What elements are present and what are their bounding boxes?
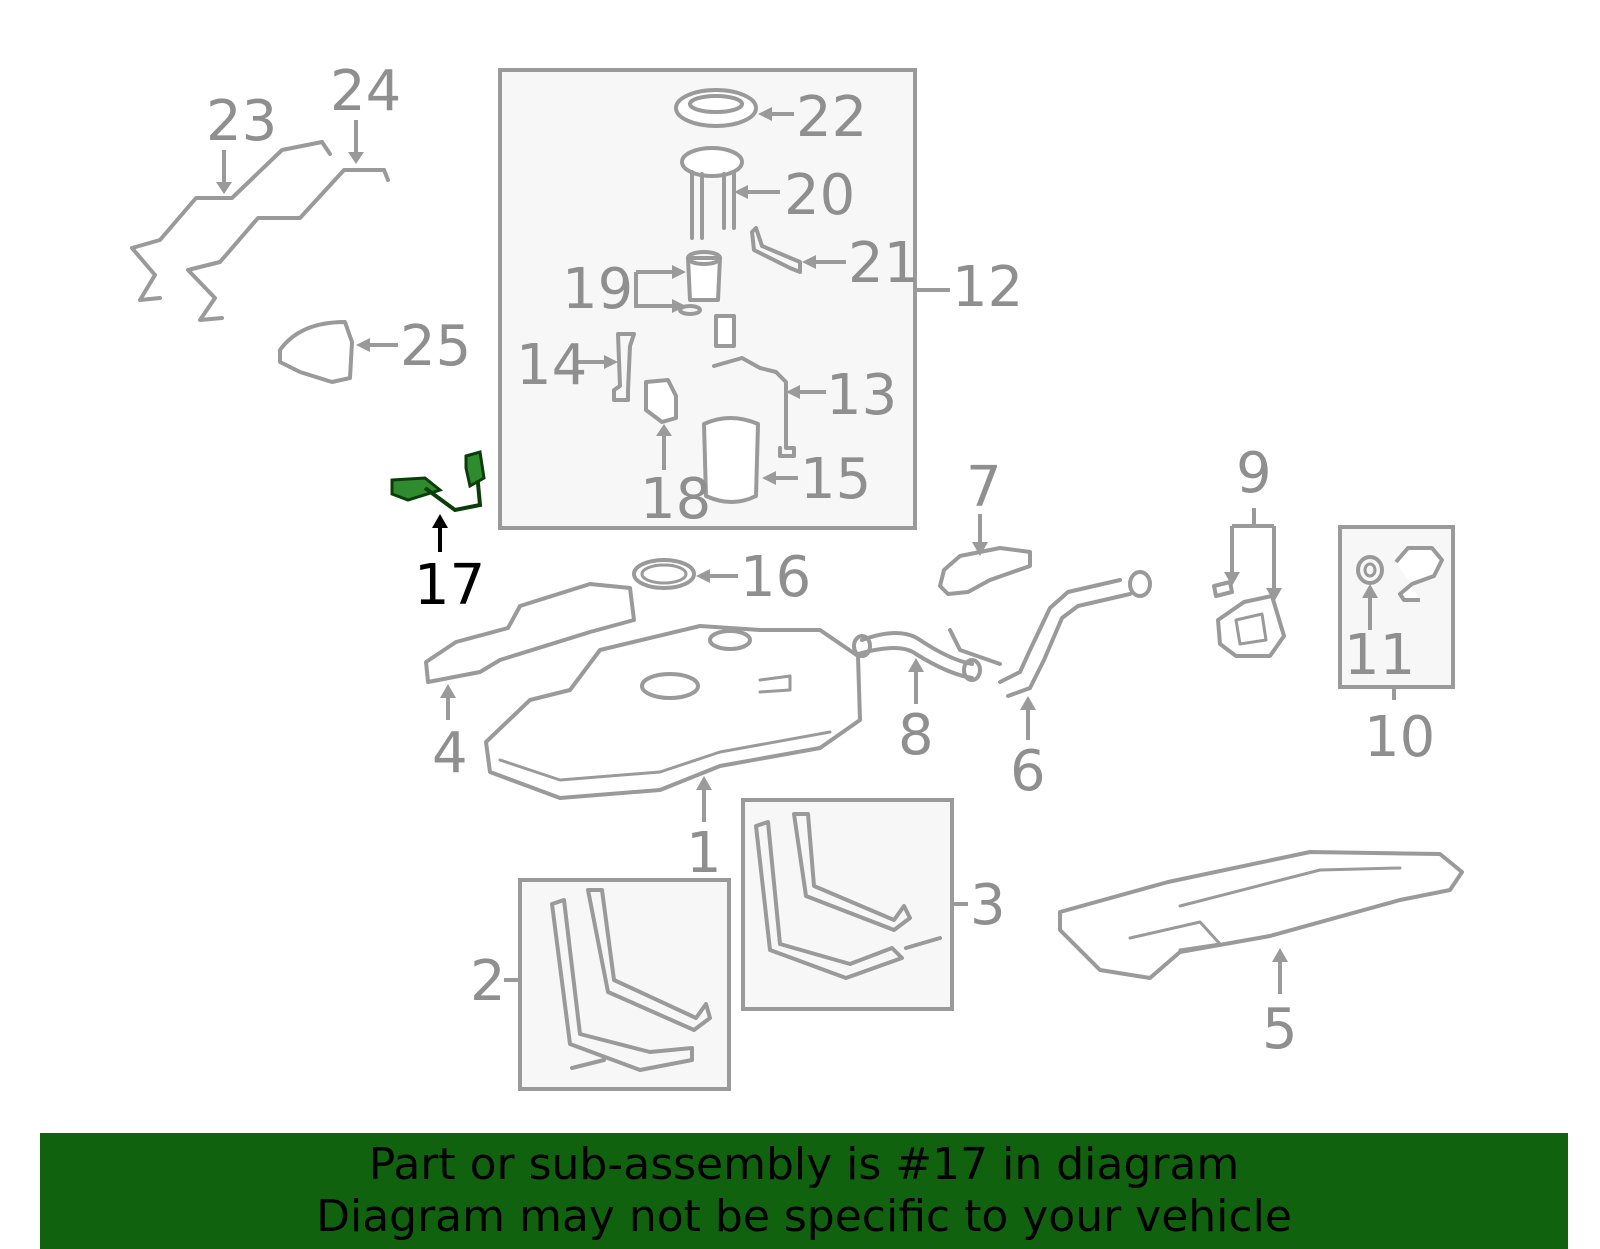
filler-housing-9 <box>1212 580 1286 658</box>
callout-4: 4 <box>432 721 468 786</box>
callout-5: 5 <box>1262 997 1298 1062</box>
wire-14 <box>612 332 636 402</box>
callout-24: 24 <box>330 59 401 124</box>
skid-plate-5 <box>1058 850 1464 980</box>
callout-7: 7 <box>966 455 1002 520</box>
fuel-tank-1 <box>484 624 862 800</box>
callout-22: 22 <box>796 85 867 150</box>
callout-19: 19 <box>562 257 633 322</box>
callout-2: 2 <box>470 949 506 1014</box>
bracket-21 <box>750 226 802 274</box>
highlighted-part-17 <box>390 450 486 513</box>
filler-pipe-6 <box>948 570 1152 698</box>
callout-20: 20 <box>784 163 855 228</box>
fuel-line-23 <box>130 140 332 302</box>
callout-11: 11 <box>1344 623 1415 688</box>
callout-17: 17 <box>414 553 485 618</box>
callout-9: 9 <box>1236 441 1272 506</box>
filler-cap-10 <box>1394 546 1444 602</box>
banner-line-part: Part or sub-assembly is #17 in diagram <box>368 1139 1240 1190</box>
callout-23: 23 <box>206 89 277 154</box>
protector-25 <box>278 320 354 384</box>
filter-18 <box>644 378 678 424</box>
callout-16: 16 <box>740 545 811 610</box>
filter-part <box>714 314 736 348</box>
callout-8: 8 <box>898 703 934 768</box>
callout-3: 3 <box>970 873 1006 938</box>
pump-flange-20 <box>680 146 744 240</box>
hose-8 <box>856 631 974 680</box>
reservoir-15 <box>702 416 760 504</box>
pump-19 <box>678 250 722 316</box>
fuel-line-24 <box>186 168 390 322</box>
callout-6: 6 <box>1010 739 1046 804</box>
gasket-11 <box>1356 555 1384 585</box>
strap-3 <box>754 812 942 980</box>
notice-banner: Part or sub-assembly is #17 in diagram D… <box>40 1133 1568 1249</box>
bracket-7 <box>938 546 1032 596</box>
callout-14: 14 <box>516 333 587 398</box>
callout-15: 15 <box>800 447 871 512</box>
gasket-16 <box>632 558 696 590</box>
callout-18: 18 <box>640 467 711 532</box>
banner-line-disclaimer: Diagram may not be specific to your vehi… <box>316 1191 1292 1242</box>
callout-12: 12 <box>952 255 1023 320</box>
callout-1: 1 <box>686 821 722 886</box>
callout-10: 10 <box>1364 705 1435 770</box>
callout-21: 21 <box>848 231 919 296</box>
callout-13: 13 <box>826 363 897 428</box>
sender-13 <box>712 356 796 458</box>
heat-shield-4 <box>424 582 636 684</box>
callout-25: 25 <box>400 314 471 379</box>
strap-2 <box>550 888 712 1072</box>
